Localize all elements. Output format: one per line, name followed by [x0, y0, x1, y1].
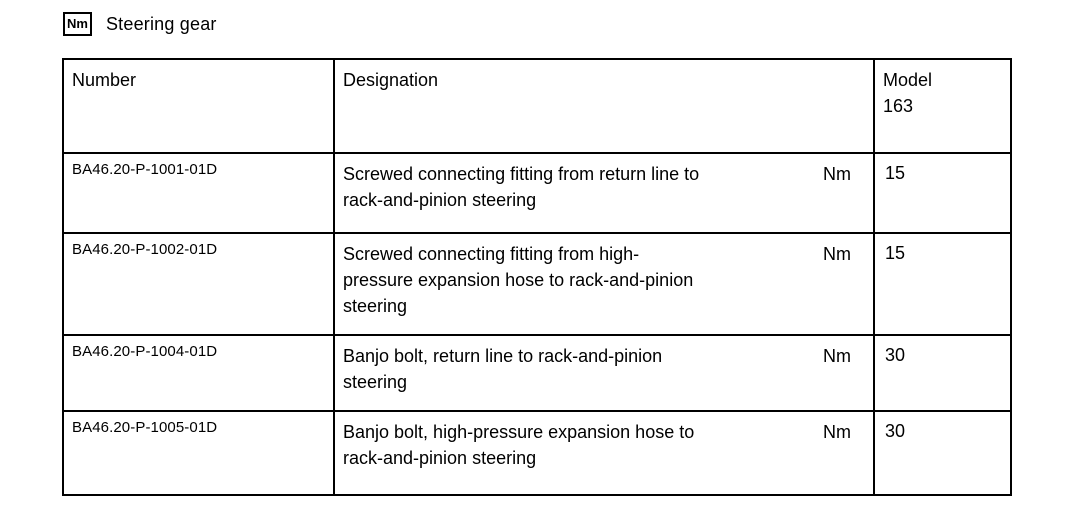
cell-designation: Banjo bolt, high-pressure expansion hose… [333, 410, 875, 496]
table-row: BA46.20-P-1005-01D Banjo bolt, high-pres… [62, 410, 1012, 496]
column-header-designation-label: Designation [343, 70, 439, 90]
cell-designation: Screwed connecting fitting from high- pr… [333, 232, 875, 336]
column-header-model-label: Model 163 [883, 70, 933, 116]
table-header-row: Number Designation Model 163 [62, 58, 1012, 154]
torque-value: 30 [885, 345, 906, 365]
designation-wrap: Banjo bolt, high-pressure expansion hose… [343, 419, 865, 471]
cell-number: BA46.20-P-1004-01D [62, 334, 335, 412]
cell-designation: Banjo bolt, return line to rack-and-pini… [333, 334, 875, 412]
cell-value: 30 [873, 410, 1012, 496]
designation-wrap: Screwed connecting fitting from return l… [343, 161, 865, 213]
table-row: BA46.20-P-1002-01D Screwed connecting fi… [62, 232, 1012, 336]
designation-text: Screwed connecting fitting from high- pr… [343, 244, 694, 316]
column-header-number-label: Number [72, 70, 137, 90]
part-number: BA46.20-P-1002-01D [72, 241, 218, 258]
unit-label: Nm [823, 422, 851, 442]
torque-unit-badge: Nm [63, 12, 92, 36]
table-row: BA46.20-P-1001-01D Screwed connecting fi… [62, 152, 1012, 234]
unit-label: Nm [823, 164, 851, 184]
cell-value: 30 [873, 334, 1012, 412]
table-row: BA46.20-P-1004-01D Banjo bolt, return li… [62, 334, 1012, 412]
column-header-model: Model 163 [873, 58, 1012, 154]
column-header-number: Number [62, 58, 335, 154]
unit-label: Nm [823, 244, 851, 264]
cell-number: BA46.20-P-1001-01D [62, 152, 335, 234]
column-header-designation: Designation [333, 58, 875, 154]
designation-text: Banjo bolt, return line to rack-and-pini… [343, 346, 663, 392]
page-title: Steering gear [105, 13, 217, 34]
cell-designation: Screwed connecting fitting from return l… [333, 152, 875, 234]
designation-text: Banjo bolt, high-pressure expansion hose… [343, 422, 695, 468]
designation-wrap: Banjo bolt, return line to rack-and-pini… [343, 343, 865, 395]
designation-text: Screwed connecting fitting from return l… [343, 164, 700, 210]
designation-wrap: Screwed connecting fitting from high- pr… [343, 241, 865, 319]
part-number: BA46.20-P-1005-01D [72, 419, 218, 436]
torque-value: 15 [885, 243, 906, 263]
part-number: BA46.20-P-1004-01D [72, 343, 218, 360]
torque-value: 15 [885, 163, 906, 183]
section-header: Nm Steering gear [63, 12, 217, 36]
cell-number: BA46.20-P-1002-01D [62, 232, 335, 336]
cell-value: 15 [873, 232, 1012, 336]
part-number: BA46.20-P-1001-01D [72, 161, 218, 178]
torque-spec-table: Number Designation Model 163 BA46.20-P-1… [62, 58, 1012, 496]
cell-number: BA46.20-P-1005-01D [62, 410, 335, 496]
cell-value: 15 [873, 152, 1012, 234]
torque-value: 30 [885, 421, 906, 441]
unit-label: Nm [823, 346, 851, 366]
